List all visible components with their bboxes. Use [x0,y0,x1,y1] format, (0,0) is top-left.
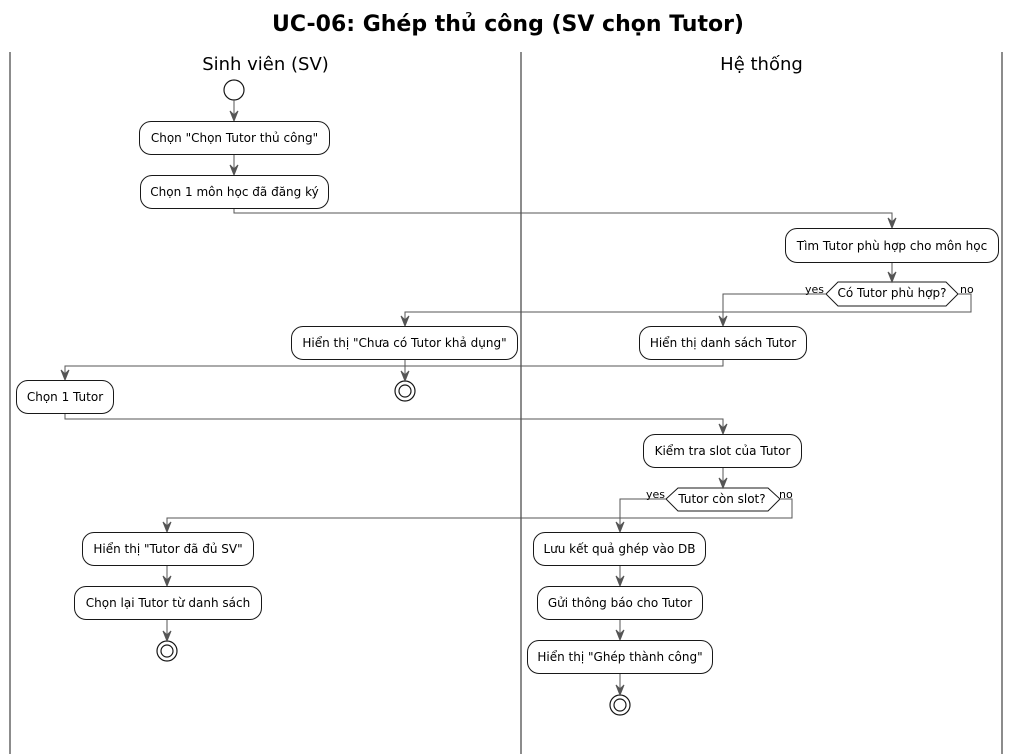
flow-no-to-message [404,293,972,326]
flow-yes-to-save [619,498,666,532]
start-node [223,79,245,101]
flow-full-to-rechoose-arrowhead [162,575,172,588]
end-node-no-tutor-inner [398,384,412,398]
lane-title-system: Hệ thống [720,54,803,75]
flow-course-to-find [233,209,893,228]
flow-find-to-decision-arrowhead [887,271,897,284]
end-node-success-inner [613,698,627,712]
lane-title-student: Sinh viên (SV) [202,54,329,75]
flow-list-to-choose [64,360,724,380]
flow-message-to-end-arrowhead [400,370,410,383]
flow-list-to-choose-arrowhead [60,369,70,382]
action-rechoose-tutor: Chọn lại Tutor từ danh sách [74,586,262,620]
decision-slot-left-no: no [779,488,793,501]
decision-has-tutor-no: no [960,283,974,296]
flow-success-to-end-arrowhead [615,684,625,697]
flow-notify-to-success-arrowhead [615,629,625,642]
action-find-tutor: Tìm Tutor phù hợp cho môn học [785,228,999,263]
decision-slot-left-yes: yes [646,488,666,501]
action-show-list: Hiển thị danh sách Tutor [639,326,807,360]
action-no-tutor: Hiển thị "Chưa có Tutor khả dụng" [291,326,518,360]
decision-has-tutor-yes: yes [805,283,825,296]
action-choose-manual: Chọn "Chọn Tutor thủ công" [139,121,330,155]
flow-choose-to-check-arrowhead [718,423,728,436]
flow-no-to-full-arrowhead [162,521,172,534]
flow-yes-to-save-arrowhead [615,521,625,534]
action-choose-tutor: Chọn 1 Tutor [16,380,114,414]
decision-has-tutor-label: Có Tutor phù hợp? [837,286,947,300]
diagram-title: UC-06: Ghép thủ công (SV chọn Tutor) [271,12,744,37]
action-save-db: Lưu kết quả ghép vào DB [533,532,706,566]
action-show-success: Hiển thị "Ghép thành công" [527,640,713,674]
flow-course-to-find-arrowhead [887,217,897,230]
decision-slot-left-label: Tutor còn slot? [678,492,766,506]
flow-check-to-decision-arrowhead [718,477,728,490]
action-choose-course: Chọn 1 môn học đã đăng ký [140,175,329,209]
flow-start-to-manual-arrowhead [229,110,239,123]
flow-no-to-message-arrowhead [400,315,410,328]
flow-manual-to-course-arrowhead [229,164,239,177]
action-check-slot: Kiểm tra slot của Tutor [643,434,802,468]
action-tutor-full: Hiển thị "Tutor đã đủ SV" [82,532,254,566]
flow-choose-to-check [64,414,724,434]
flow-save-to-notify-arrowhead [615,575,625,588]
action-notify-tutor: Gửi thông báo cho Tutor [537,586,703,620]
flow-no-to-full [166,498,793,532]
end-node-rechoose-inner [160,644,174,658]
flow-yes-to-list [722,293,826,326]
flow-rechoose-to-end-arrowhead [162,630,172,643]
flow-yes-to-list-arrowhead [718,315,728,328]
